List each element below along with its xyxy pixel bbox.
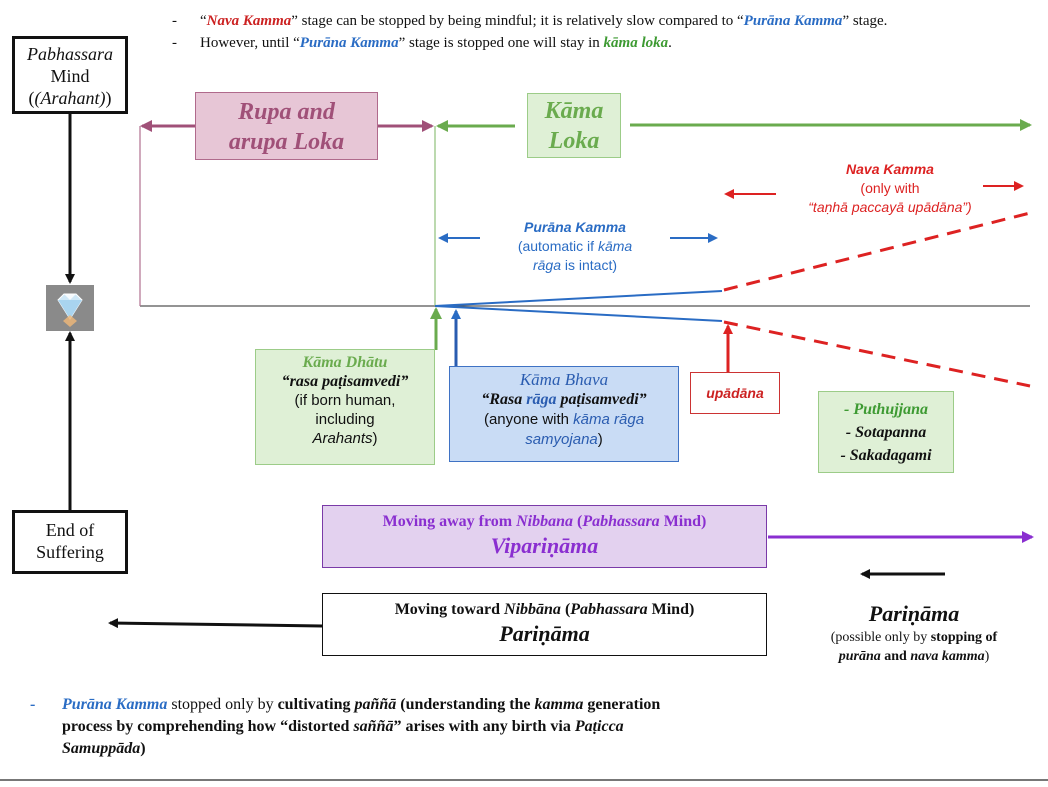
moving-away-box: Moving away from Nibbana (Pabhassara Min… (322, 505, 767, 568)
kama-bhava-box: Kāma Bhava “Rasa rāga paṭisamvedi” (anyo… (449, 366, 679, 462)
note-line-2: -However, until “Purāna Kamma” stage is … (172, 35, 672, 51)
pabhassara-mind-box: Pabhassara Mind ((Arahant)) (12, 36, 128, 114)
list-item: - Sakadagami (840, 447, 932, 464)
bottom-note: -Purāna Kamma stopped only by cultivatin… (30, 696, 661, 757)
beings-list-box: - Puthujjana - Sotapanna - Sakadagami (818, 391, 954, 473)
rupa-arupa-loka-box: Rupa and arupa Loka (195, 92, 378, 160)
kama-dhatu-box: Kāma Dhātu “rasa paṭisamvedi” (if born h… (255, 349, 435, 465)
footer-divider (0, 779, 1048, 781)
upadana-box: upādāna (690, 372, 780, 414)
purana-kamma-label: Purāna Kamma (automatic if kāma rāga is … (517, 219, 633, 273)
list-item: - Sotapanna (845, 424, 927, 441)
diamond-icon (46, 285, 94, 331)
kama-loka-box: Kāma Loka (527, 93, 621, 158)
parinama-side-label: Pariṇāma (possible only by stopping of p… (830, 601, 998, 664)
moving-toward-box: Moving toward Nibbāna (Pabhassara Mind) … (322, 593, 767, 656)
nava-kamma-label: Nava Kamma (only with “taṇhā paccayā upā… (808, 161, 972, 215)
note-line-1: -“Nava Kamma” stage can be stopped by be… (172, 13, 888, 29)
list-item: - Puthujjana (843, 401, 929, 418)
end-of-suffering-box: End of Suffering (12, 510, 128, 574)
arahant-label: (Arahant) (34, 88, 106, 108)
